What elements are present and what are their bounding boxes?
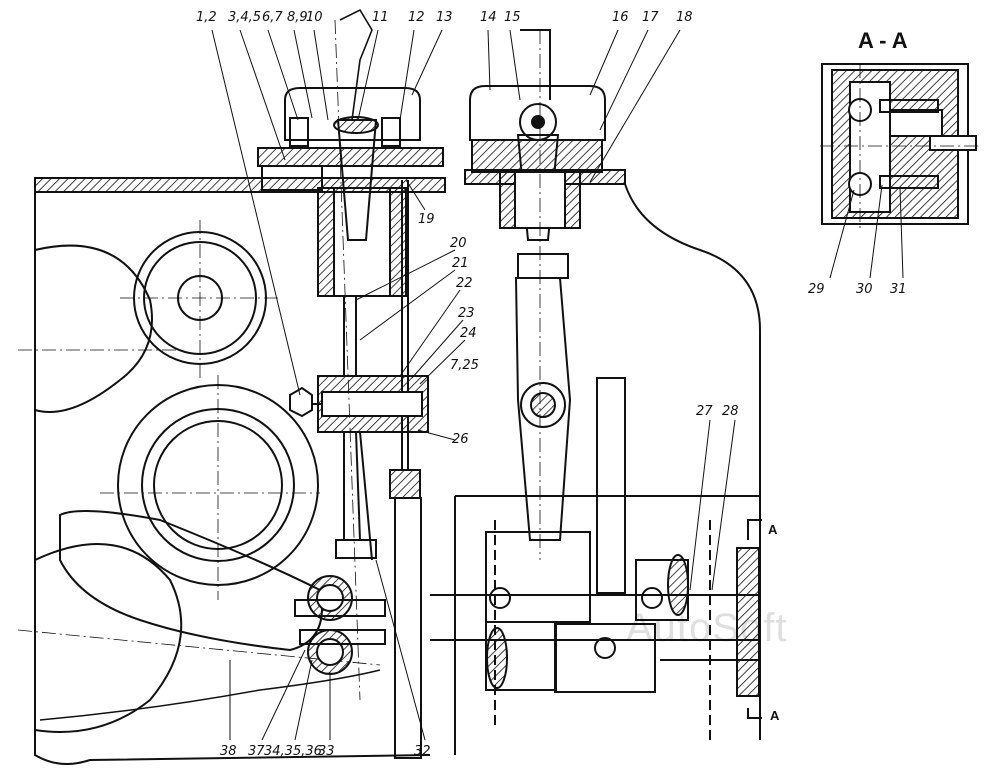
callout-26: 26 — [452, 432, 469, 447]
callout-7-25: 7,25 — [450, 358, 479, 373]
left-pump-assembly — [257, 8, 444, 759]
callout-34-35-36: 34,35,36 — [264, 744, 322, 759]
watermark: AutoSoft — [626, 606, 788, 650]
section-mark-bottom: A — [770, 708, 780, 723]
right-pump-assembly — [430, 29, 762, 740]
callout-17: 17 — [642, 10, 659, 25]
gear-left — [17, 244, 381, 733]
callout-38: 38 — [220, 744, 237, 759]
section-title: A - A — [858, 28, 908, 53]
callout-37: 37 — [248, 744, 265, 759]
callout-19: 19 — [418, 212, 435, 227]
callout-21: 21 — [452, 256, 469, 271]
leader-lines — [211, 29, 904, 741]
callout-12: 12 — [408, 10, 425, 25]
callout-29: 29 — [808, 282, 825, 297]
callout-6-7: 6,7 — [262, 10, 283, 25]
callout-23: 23 — [458, 306, 475, 321]
callout-13: 13 — [436, 10, 453, 25]
callout-14: 14 — [480, 10, 497, 25]
callout-22: 22 — [456, 276, 473, 291]
callout-33: 33 — [318, 744, 335, 759]
gear-upper — [120, 220, 280, 380]
callout-28: 28 — [722, 404, 739, 419]
callout-18: 18 — [676, 10, 693, 25]
callout-16: 16 — [612, 10, 629, 25]
callout-32: 32 — [414, 744, 431, 759]
callout-15: 15 — [504, 10, 521, 25]
callout-20: 20 — [450, 236, 467, 251]
callout-3-4-5: 3,4,5 — [228, 10, 262, 25]
section-a-a — [820, 63, 980, 230]
gear-middle — [100, 375, 320, 600]
callout-1-2: 1,2 — [196, 10, 217, 25]
callout-24: 24 — [460, 326, 477, 341]
callout-8-9: 8,9 — [287, 10, 308, 25]
callout-11: 11 — [372, 10, 389, 25]
callout-30: 30 — [856, 282, 873, 297]
section-mark-top: A — [768, 522, 778, 537]
callout-27: 27 — [696, 404, 713, 419]
callout-10: 10 — [306, 10, 323, 25]
callout-31: 31 — [890, 282, 907, 297]
